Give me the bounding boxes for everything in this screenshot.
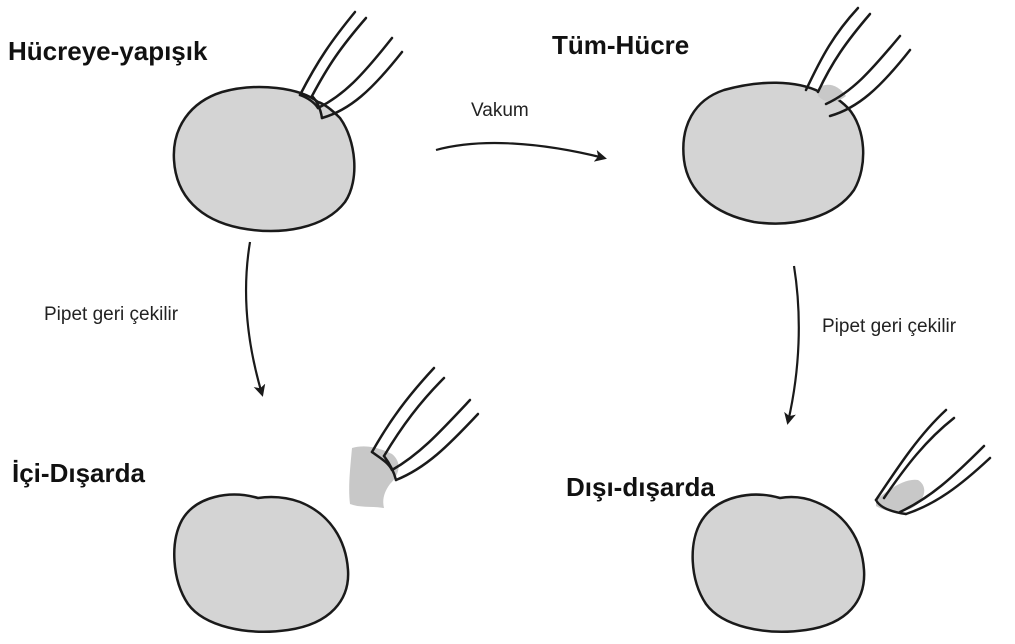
vacuum-caption: Vakum <box>471 100 529 122</box>
outside-out-label: Dışı-dışarda <box>566 472 715 503</box>
membrane-patch <box>349 446 398 508</box>
arrow-icon-withdraw-left <box>246 242 262 394</box>
whole-cell-group <box>683 8 910 224</box>
outside-out-group <box>693 410 990 632</box>
arrow-icon-vacuum <box>436 143 604 158</box>
cell-icon <box>174 87 355 231</box>
cell-icon <box>683 83 863 224</box>
inside-out-group <box>174 368 478 632</box>
pipette-icon <box>300 12 402 118</box>
whole-cell-label: Tüm-Hücre <box>552 30 689 61</box>
inside-out-label: İçi-Dışarda <box>12 458 145 489</box>
withdraw-right-caption: Pipet geri çekilir <box>822 316 956 338</box>
arrow-icon-withdraw-right <box>788 266 799 422</box>
withdraw-left-caption: Pipet geri çekilir <box>44 304 178 326</box>
pipette-icon <box>372 368 478 480</box>
cell-icon <box>693 495 865 632</box>
cell-attached-label: Hücreye-yapışık <box>8 36 207 67</box>
cell-icon <box>174 495 348 632</box>
cell-attached-group <box>174 12 402 231</box>
